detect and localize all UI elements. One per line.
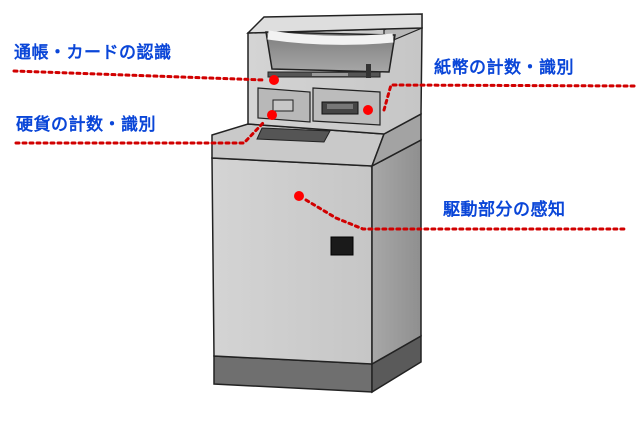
leader-drive [304,198,628,231]
marker-coin [267,110,277,120]
marker-drive [294,191,304,201]
leader-banknote [382,83,639,112]
machine-counter [211,112,422,168]
machine-upper-body [246,13,423,135]
machine-base [213,334,422,394]
label-passbook-card: 通帳・カードの認識 [14,43,172,63]
leader-coin [14,121,265,145]
label-drive: 駆動部分の感知 [443,200,566,220]
cabinet-card-slot [330,236,354,256]
marker-banknote [363,105,373,115]
label-coin: 硬貨の計数・識別 [16,115,156,135]
machine-lower-cabinet [211,138,422,366]
label-banknote: 紙幣の計数・識別 [434,58,574,78]
marker-passbook-card [269,75,279,85]
leader-passbook-card [12,69,266,82]
